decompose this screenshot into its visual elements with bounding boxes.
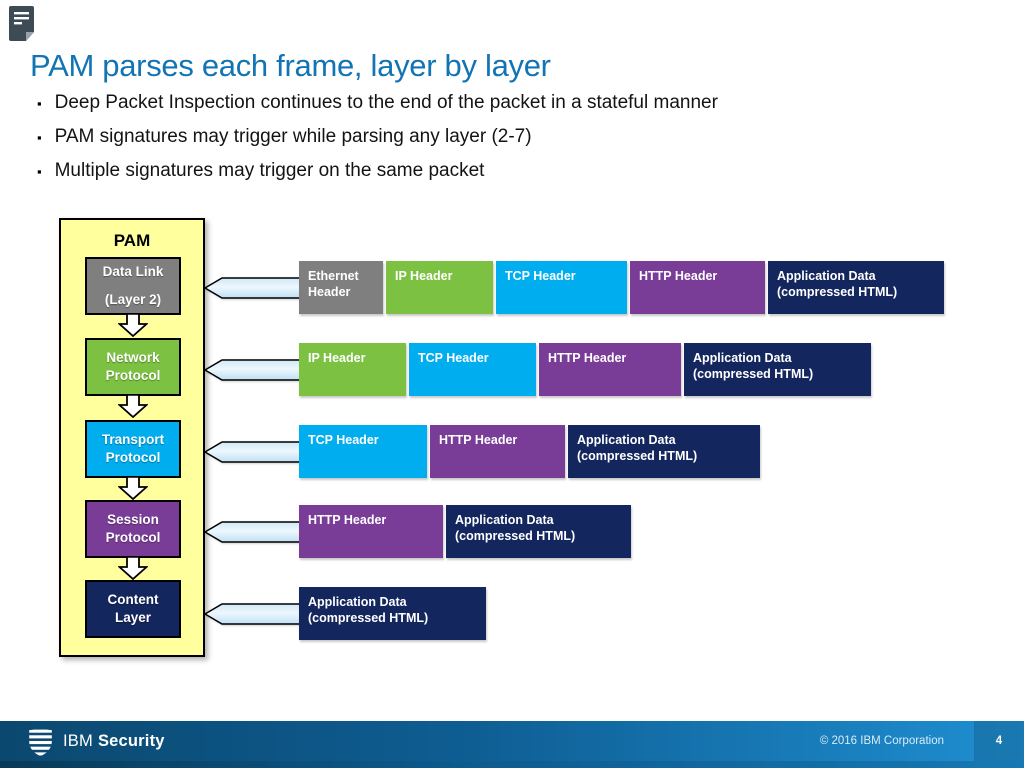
brand-security: Security (97, 731, 165, 750)
bullet-text: PAM signatures may trigger while parsing… (54, 125, 532, 147)
segment-http-header: HTTP Header (630, 261, 765, 314)
down-arrow-icon (118, 476, 148, 500)
segment-http-header: HTTP Header (299, 505, 443, 558)
bullet-list: ▪ Deep Packet Inspection continues to th… (37, 92, 937, 194)
left-arrow-icon (204, 359, 304, 381)
brand-ibm: IBM (63, 731, 93, 750)
segment-http-header: HTTP Header (430, 425, 565, 478)
bullet-marker: ▪ (37, 96, 42, 111)
pam-layer-label: Layer (114, 610, 152, 625)
left-arrow-icon (204, 277, 304, 299)
segment-application-data: Application Data (compressed HTML) (768, 261, 944, 314)
pam-layer-label: (Layer 2) (104, 291, 162, 307)
ibm-security-shield-icon (29, 729, 52, 755)
bullet-text: Deep Packet Inspection continues to the … (54, 92, 718, 113)
pam-layer-label: Data Link (102, 264, 164, 280)
segment-application-data: Application Data (compressed HTML) (684, 343, 871, 396)
pam-layer-label: Content (107, 591, 159, 607)
page-number: 4 (974, 721, 1024, 761)
pam-layer-data-link: Data Link (Layer 2) (85, 257, 181, 315)
left-arrow-icon (204, 603, 304, 625)
segment-ethernet: Ethernet Header (299, 261, 383, 314)
bullet-item: ▪ PAM signatures may trigger while parsi… (37, 126, 937, 148)
down-arrow-icon (118, 394, 148, 418)
copyright-text: © 2016 IBM Corporation (819, 735, 944, 747)
segment-application-data: Application Data (compressed HTML) (568, 425, 760, 478)
pam-layer-label: Protocol (105, 368, 161, 383)
footer-bottom-strip (0, 761, 1024, 768)
pam-layer-label: Protocol (105, 530, 161, 545)
segment-application-data: Application Data (compressed HTML) (446, 505, 631, 558)
down-arrow-icon (118, 313, 148, 337)
segment-ip-header: IP Header (299, 343, 406, 396)
bullet-marker: ▪ (37, 163, 42, 179)
bullet-item: ▪ Deep Packet Inspection continues to th… (37, 92, 937, 114)
left-arrow-icon (204, 441, 304, 463)
bullet-marker: ▪ (37, 129, 42, 145)
pam-layer-label: Protocol (105, 450, 161, 465)
page-title: PAM parses each frame, layer by layer (30, 47, 551, 83)
pam-layer-label: Session (107, 511, 159, 527)
pam-layer-label: Transport (101, 431, 165, 447)
segment-tcp-header: TCP Header (409, 343, 536, 396)
pam-layer-label: Network (106, 349, 160, 365)
left-arrow-icon (204, 521, 304, 543)
segment-tcp-header: TCP Header (496, 261, 627, 314)
segment-tcp-header: TCP Header (299, 425, 427, 478)
bullet-text: Multiple signatures may trigger on the s… (54, 159, 485, 181)
down-arrow-icon (118, 556, 148, 580)
segment-http-header: HTTP Header (539, 343, 681, 396)
pam-label: PAM (113, 231, 151, 250)
packet-row-5: Application Data (compressed HTML) (299, 587, 486, 640)
bullet-item: ▪ Multiple signatures may trigger on the… (37, 160, 937, 182)
segment-application-data: Application Data (compressed HTML) (299, 587, 486, 640)
document-note-icon (9, 6, 34, 41)
segment-ip-header: IP Header (386, 261, 493, 314)
